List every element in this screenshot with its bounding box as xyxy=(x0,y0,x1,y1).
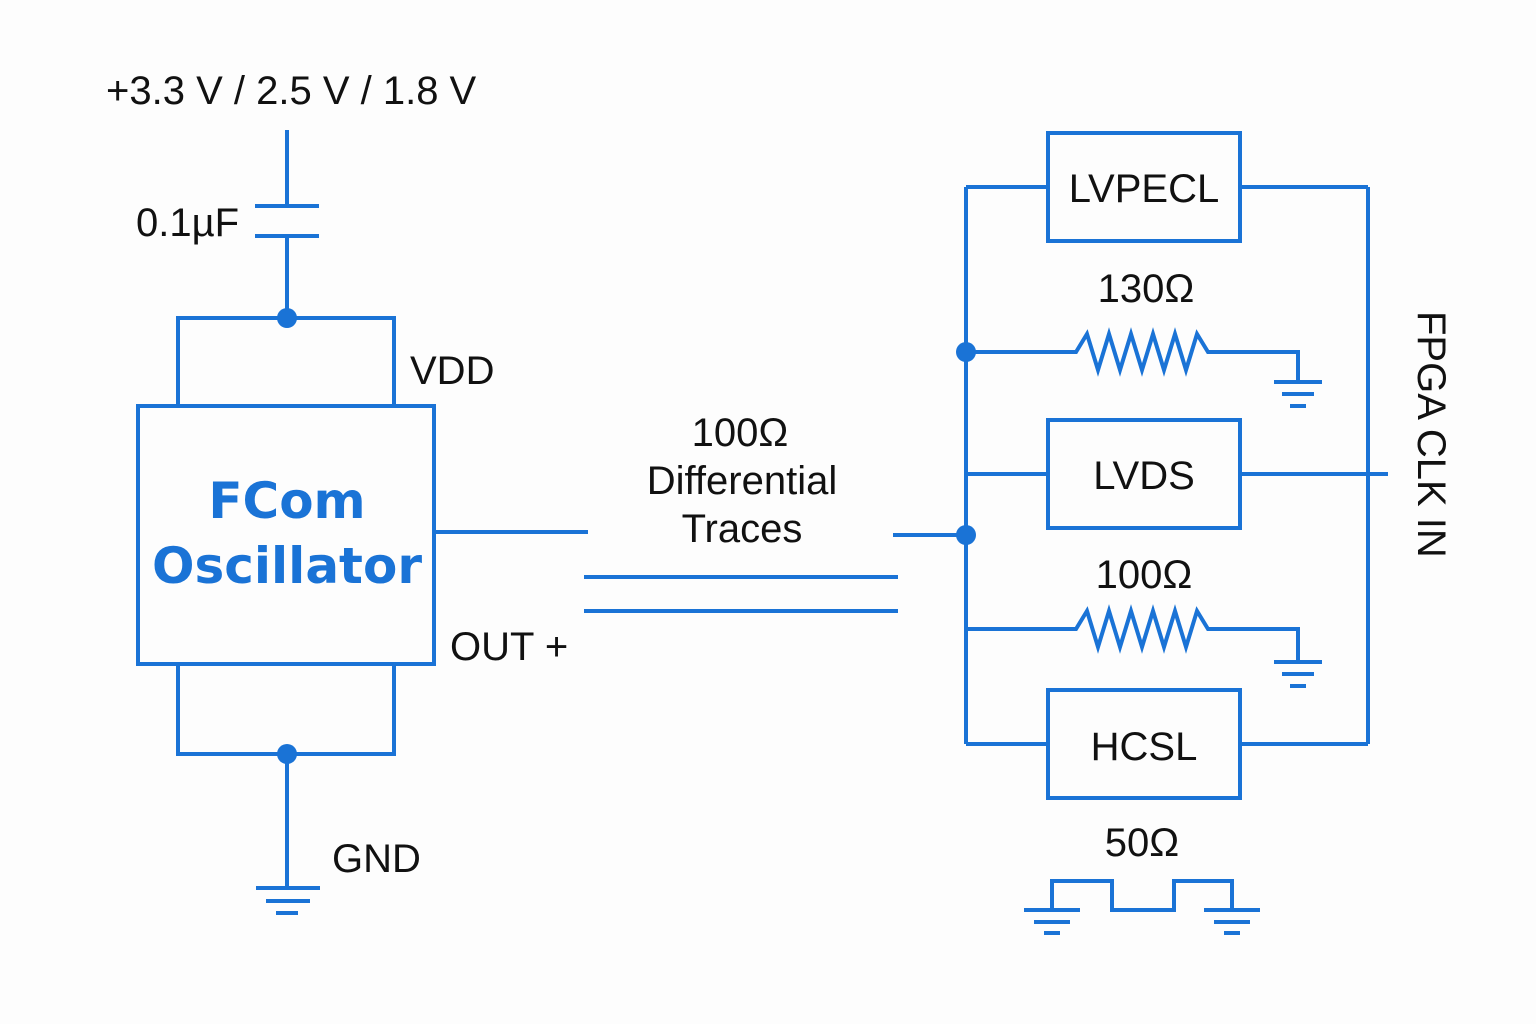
hcsl-label: HCSL xyxy=(1091,725,1198,769)
trace-label-line3: Traces xyxy=(682,507,803,551)
oscillator-block xyxy=(136,404,436,666)
ground-symbol-50-left xyxy=(1024,908,1080,935)
lvds-block xyxy=(1046,418,1242,530)
bus-junction-dot-lower xyxy=(956,525,976,545)
lvds-label: LVDS xyxy=(1093,454,1195,498)
resistor-130 xyxy=(966,327,1300,382)
ground-symbol-130 xyxy=(1274,380,1322,408)
vdd-bus xyxy=(176,316,396,406)
resistor-100 xyxy=(966,604,1300,662)
lvpecl-block xyxy=(1046,131,1242,243)
supply-voltage-label: +3.3 V / 2.5 V / 1.8 V xyxy=(106,69,477,113)
oscillator-title-line1: FCom xyxy=(208,472,365,530)
resistor-50-label: 50Ω xyxy=(1105,821,1179,865)
resistor-100-label: 100Ω xyxy=(1096,553,1193,597)
ground-symbol-100 xyxy=(1274,660,1322,688)
lvpecl-label: LVPECL xyxy=(1069,167,1219,211)
ground-symbol-50-right xyxy=(1204,908,1260,935)
output-label: OUT + xyxy=(450,625,568,669)
capacitor-label: 0.1µF xyxy=(136,201,239,245)
resistor-50 xyxy=(1050,879,1234,912)
oscillator-title-line2: Oscillator xyxy=(152,537,422,595)
trace-label-line2: Differential xyxy=(647,459,837,503)
resistor-130-label: 130Ω xyxy=(1098,267,1195,311)
vdd-junction-dot xyxy=(277,308,297,328)
gnd-label: GND xyxy=(332,837,421,881)
fpga-clock-input-label: FPGA CLK IN xyxy=(1409,311,1453,558)
trace-impedance-label: 100Ω xyxy=(692,411,789,455)
vdd-label: VDD xyxy=(410,349,494,393)
gnd-bus xyxy=(176,664,396,756)
hcsl-block xyxy=(1046,688,1242,800)
ground-symbol-oscillator xyxy=(256,886,320,915)
